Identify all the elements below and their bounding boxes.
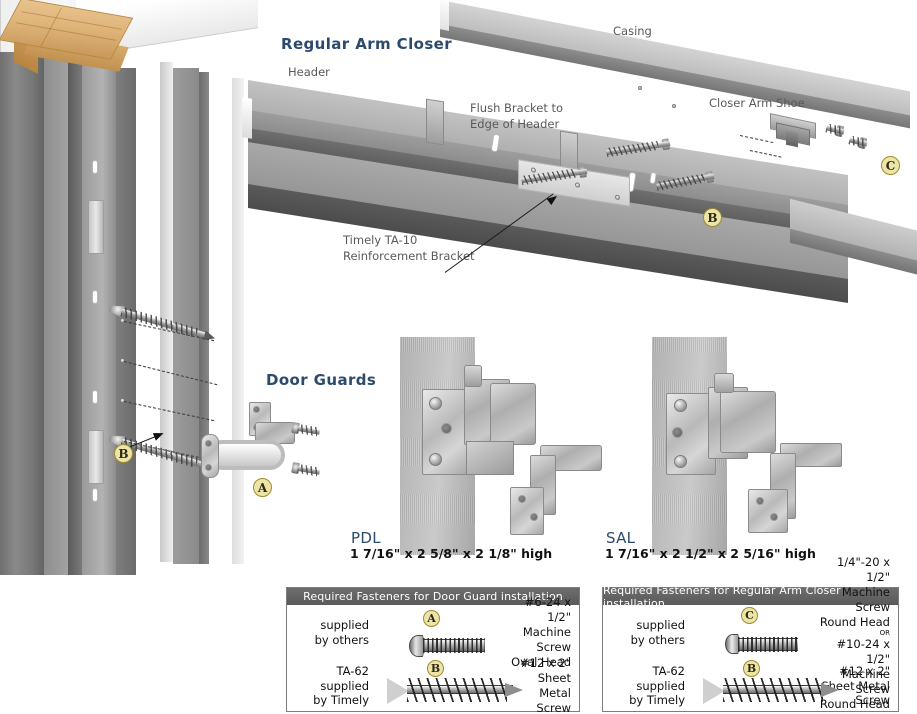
sal-bolt-top — [674, 399, 687, 412]
marker-c-shoe: C — [881, 156, 900, 175]
loose-jamb-piece-2 — [173, 68, 199, 564]
frame-jamb-outer — [0, 52, 44, 575]
door-slot-hole-1 — [92, 160, 98, 174]
fastener-table-regular-arm-closer: Required Fasteners for Regular Arm Close… — [602, 555, 899, 712]
label-door-guards: Door Guards — [266, 371, 377, 389]
casing-end-cap — [440, 0, 449, 31]
sal-pin-top — [714, 373, 734, 393]
marker-c: C — [741, 606, 758, 624]
pilot-hole-1 — [120, 318, 125, 323]
pdl-bolt-top — [429, 397, 442, 410]
marker-b: B — [427, 660, 444, 677]
guard-bracket-hole-1 — [253, 406, 260, 413]
or-separator: OR — [879, 629, 890, 637]
header-end-cap — [242, 97, 252, 139]
table-row: TA-62 supplied by Timely B #12 x 2" Shee… — [603, 660, 898, 712]
table-row: supplied by others A #6-24 x 1/2" Machin… — [287, 595, 579, 669]
label-closer-arm-shoe: Closer Arm Shoe — [709, 96, 805, 110]
product-name-pdl: PDL — [351, 529, 381, 547]
pdl-inset-plate — [510, 487, 544, 535]
door-slot-hole-3 — [92, 390, 98, 404]
table-row: supplied by others C 1/4"-20 x 1/2" Mach… — [603, 555, 898, 710]
table-title-door-guard: Required Fasteners for Door Guard instal… — [287, 588, 579, 605]
sal-inset-hole-1 — [756, 497, 764, 505]
sal-bolt-bottom — [674, 455, 687, 468]
marker-a: A — [423, 609, 440, 627]
label-header: Header — [288, 65, 330, 79]
marker-a-door-guard: A — [253, 478, 272, 497]
door-frame-assembly — [0, 0, 258, 575]
product-name-sal: SAL — [606, 529, 636, 547]
illustration-stage: B A — [0, 0, 917, 575]
label-reinforcement-bracket: Timely TA-10 Reinforcement Bracket — [343, 233, 475, 263]
marker-b: B — [743, 660, 760, 677]
fastener-tables: Required Fasteners for Door Guard instal… — [0, 555, 917, 714]
loose-jamb-piece-1 — [160, 62, 173, 562]
door-hinge-plate-upper — [88, 200, 104, 254]
supplied-by-label: supplied by others — [314, 618, 369, 647]
frame-jamb-rabbet — [82, 64, 116, 575]
fastener-graphic-sheet-metal-screw: B — [691, 660, 839, 712]
pilot-hole-2 — [120, 358, 125, 363]
door-slot-hole-2 — [92, 290, 98, 304]
fastener-description: #6-24 x 1/2" Machine Screw Oval Head — [511, 595, 571, 669]
fastener-description-group: 1/4"-20 x 1/2" Machine Screw Round Head … — [819, 553, 898, 711]
label-regular-arm-closer: Regular Arm Closer — [281, 35, 453, 53]
guard-arm-hole-1 — [205, 440, 212, 447]
label-casing: Casing — [613, 24, 652, 38]
pilot-hole-3 — [120, 398, 125, 403]
sal-inset-hole-2 — [770, 513, 778, 521]
product-photo-pdl — [400, 337, 608, 555]
sal-center-hole — [672, 427, 683, 438]
fastener-graphic-machine-screw-oval: A — [375, 607, 503, 659]
supplied-by-label: TA-62 supplied by Timely — [313, 664, 369, 708]
supplied-by-label: supplied by others — [630, 618, 685, 647]
pdl-inset-hole-2 — [530, 513, 538, 521]
door-slot-hole-4 — [92, 488, 98, 502]
sal-guard-body — [720, 391, 776, 453]
product-photo-sal — [652, 337, 860, 555]
door-hinge-plate-lower — [88, 430, 104, 484]
frame-jamb-stop — [68, 62, 82, 575]
pdl-center-hole — [441, 423, 452, 434]
product-dimensions-sal: 1 7/16" x 2 1/2" x 2 5/16" high — [605, 546, 816, 561]
door-guard-hardware — [195, 400, 321, 510]
table-row: TA-62 supplied by Timely B #12 x 2" Shee… — [287, 656, 579, 714]
casing-edge — [440, 24, 910, 129]
fastener-description-primary: 1/4"-20 x 1/2" Machine Screw Round Head — [819, 555, 890, 630]
fastener-graphic-sheet-metal-screw: B — [375, 660, 523, 712]
frame-jamb-outer-face — [44, 58, 68, 575]
product-dimensions-pdl: 1 7/16" x 2 5/8" x 2 1/8" high — [350, 546, 553, 561]
pdl-bolt-bottom — [429, 453, 442, 466]
fastener-description-alternate: #10-24 x 1/2" Machine Screw Round Head — [819, 637, 890, 711]
guard-swing-arm — [207, 440, 285, 470]
fastener-graphic-machine-screw-round: C — [691, 606, 819, 659]
pdl-lower-flange — [466, 441, 514, 475]
pdl-inset-hole-1 — [518, 495, 526, 503]
fastener-table-door-guard: Required Fasteners for Door Guard instal… — [286, 587, 580, 714]
casing-hole-2 — [672, 104, 676, 108]
guard-arm-hole-2 — [205, 464, 212, 471]
sal-inset-plate — [748, 489, 788, 533]
loose-jamb-piece-3 — [199, 72, 209, 564]
closer-arm-shoe-tab — [786, 130, 798, 148]
label-flush-bracket: Flush Bracket to Edge of Header — [470, 101, 564, 131]
table-title-regular-arm-closer: Required Fasteners for Regular Arm Close… — [603, 584, 898, 610]
casing-face — [440, 0, 910, 118]
fastener-description: #12 x 2" Sheet Metal Screw — [520, 656, 571, 714]
casing-hole-1 — [638, 86, 642, 90]
marker-b-left: B — [114, 444, 133, 463]
pdl-pin-top — [464, 365, 482, 387]
marker-b-header: B — [703, 208, 722, 227]
casing-group — [440, 0, 917, 190]
pdl-guard-body — [490, 383, 536, 445]
supplied-by-label: TA-62 supplied by Timely — [629, 664, 685, 708]
